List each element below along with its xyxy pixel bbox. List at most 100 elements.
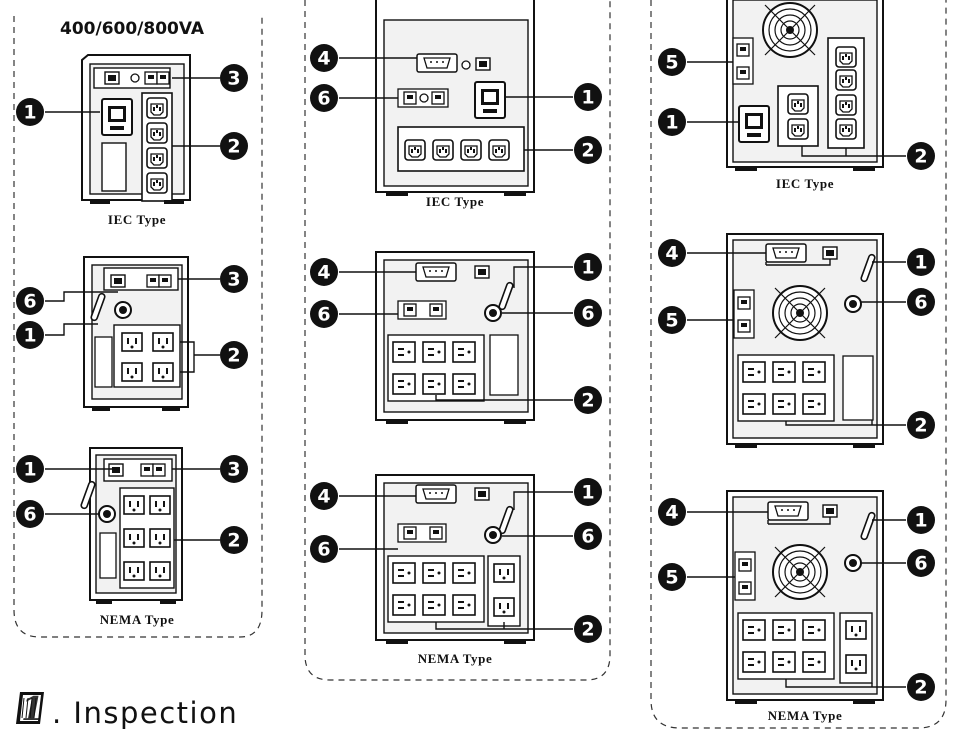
callout-badge-6: 6 [16,500,44,528]
group-title: 400/600/800VA [60,19,205,39]
callout-badge-6: 6 [907,549,935,577]
leader-line [45,291,118,302]
callout-number: 2 [581,140,594,162]
callout-number: 5 [665,567,678,589]
leader-line [785,679,906,688]
callout-badge-6: 6 [574,299,602,327]
callout-number: 6 [914,553,927,575]
callout-number: 6 [23,291,36,313]
step-number-icon: 1 [14,688,50,728]
callout-number: 2 [227,530,240,552]
callout-badge-1: 1 [16,321,44,349]
ups-medium-iec-rear [375,0,535,196]
callout-number: 4 [317,486,330,508]
type-label-iec-right: IEC Type [775,176,835,191]
callout-number: 6 [23,504,36,526]
callout-badge-6: 6 [16,287,44,315]
leader-line [435,622,573,630]
callout-badge-1: 1 [16,455,44,483]
callout-number: 1 [23,102,36,124]
callout-number: 1 [581,87,594,109]
callout-number: 6 [914,292,927,314]
callout-number: 1 [914,510,927,532]
callout-number: 6 [317,539,330,561]
callout-badge-2: 2 [574,136,602,164]
step-number: 1 [21,689,44,728]
callout-badge-3: 3 [220,265,248,293]
callout-badge-2: 2 [220,132,248,160]
type-label-iec-left: IEC Type [107,212,167,227]
ups-medium-nema-rear-b [375,474,535,644]
callout-badge-2: 2 [907,411,935,439]
ups-small-nema-rear-a [83,256,189,411]
callout-badge-2: 2 [574,386,602,414]
type-label-nema-middle: NEMA Type [417,651,493,666]
callout-badge-4: 4 [658,239,686,267]
callout-number: 6 [581,303,594,325]
callout-badge-2: 2 [907,142,935,170]
callout-badge-5: 5 [658,306,686,334]
ups-medium-nema-rear-a [375,251,535,424]
leader-line [513,266,573,288]
callout-number: 1 [23,325,36,347]
callout-number: 6 [581,526,594,548]
callout-number: 4 [665,243,678,265]
callout-number: 4 [317,262,330,284]
callout-number: 1 [23,459,36,481]
callout-badge-6: 6 [310,84,338,112]
callout-number: 6 [317,304,330,326]
callout-number: 2 [581,619,594,641]
callout-badge-2: 2 [220,526,248,554]
callout-badge-5: 5 [658,563,686,591]
callout-badge-1: 1 [16,98,44,126]
callout-badge-1: 1 [574,83,602,111]
callout-badge-3: 3 [220,455,248,483]
group-border-right [650,0,947,729]
callout-number: 2 [914,677,927,699]
callout-number: 1 [665,112,678,134]
callout-number: 5 [665,52,678,74]
callout-number: 4 [665,502,678,524]
callout-number: 3 [227,459,240,481]
callout-badges: 1 3 2 6 3 1 2 1 3 6 2 4 1 6 2 4 1 6 6 2 4 1 6 6 2 5 1 2 4 1 5 6 2 4 1 5 6 2 [16,44,935,701]
leader-line [45,323,98,336]
callout-badge-2: 2 [907,673,935,701]
callout-badge-1: 1 [907,248,935,276]
callout-badge-1: 1 [658,108,686,136]
type-label-nema-right: NEMA Type [767,708,843,723]
callout-badge-1: 1 [574,478,602,506]
leader-line [687,511,831,525]
callout-badge-3: 3 [220,64,248,92]
callout-badge-4: 4 [310,44,338,72]
leader-line [513,491,573,510]
leader-line [180,341,220,373]
leader-line [687,252,831,266]
callout-badge-6: 6 [907,288,935,316]
callout-badge-6: 6 [310,300,338,328]
callout-number: 2 [914,415,927,437]
callout-number: 1 [581,257,594,279]
callout-number: 1 [581,482,594,504]
leader-line [435,395,573,401]
ups-small-nema-rear-b [79,447,183,604]
callout-number: 3 [227,269,240,291]
callout-badge-2: 2 [574,615,602,643]
callout-badge-4: 4 [658,498,686,526]
callout-number: 6 [317,88,330,110]
callout-number: 2 [227,345,240,367]
callout-number: 1 [914,252,927,274]
ups-large-nema-rear-a [726,233,884,448]
callout-number: 2 [914,146,927,168]
callout-badge-5: 5 [658,48,686,76]
callout-badge-1: 1 [574,253,602,281]
callout-number: 3 [227,68,240,90]
type-label-iec-middle: IEC Type [425,194,485,209]
leader-line [801,146,906,157]
callout-number: 5 [665,310,678,332]
group-border-middle [304,0,611,681]
leader-lines [45,57,906,688]
ups-small-iec-rear [81,54,191,204]
callout-number: 4 [317,48,330,70]
callout-badge-4: 4 [310,482,338,510]
